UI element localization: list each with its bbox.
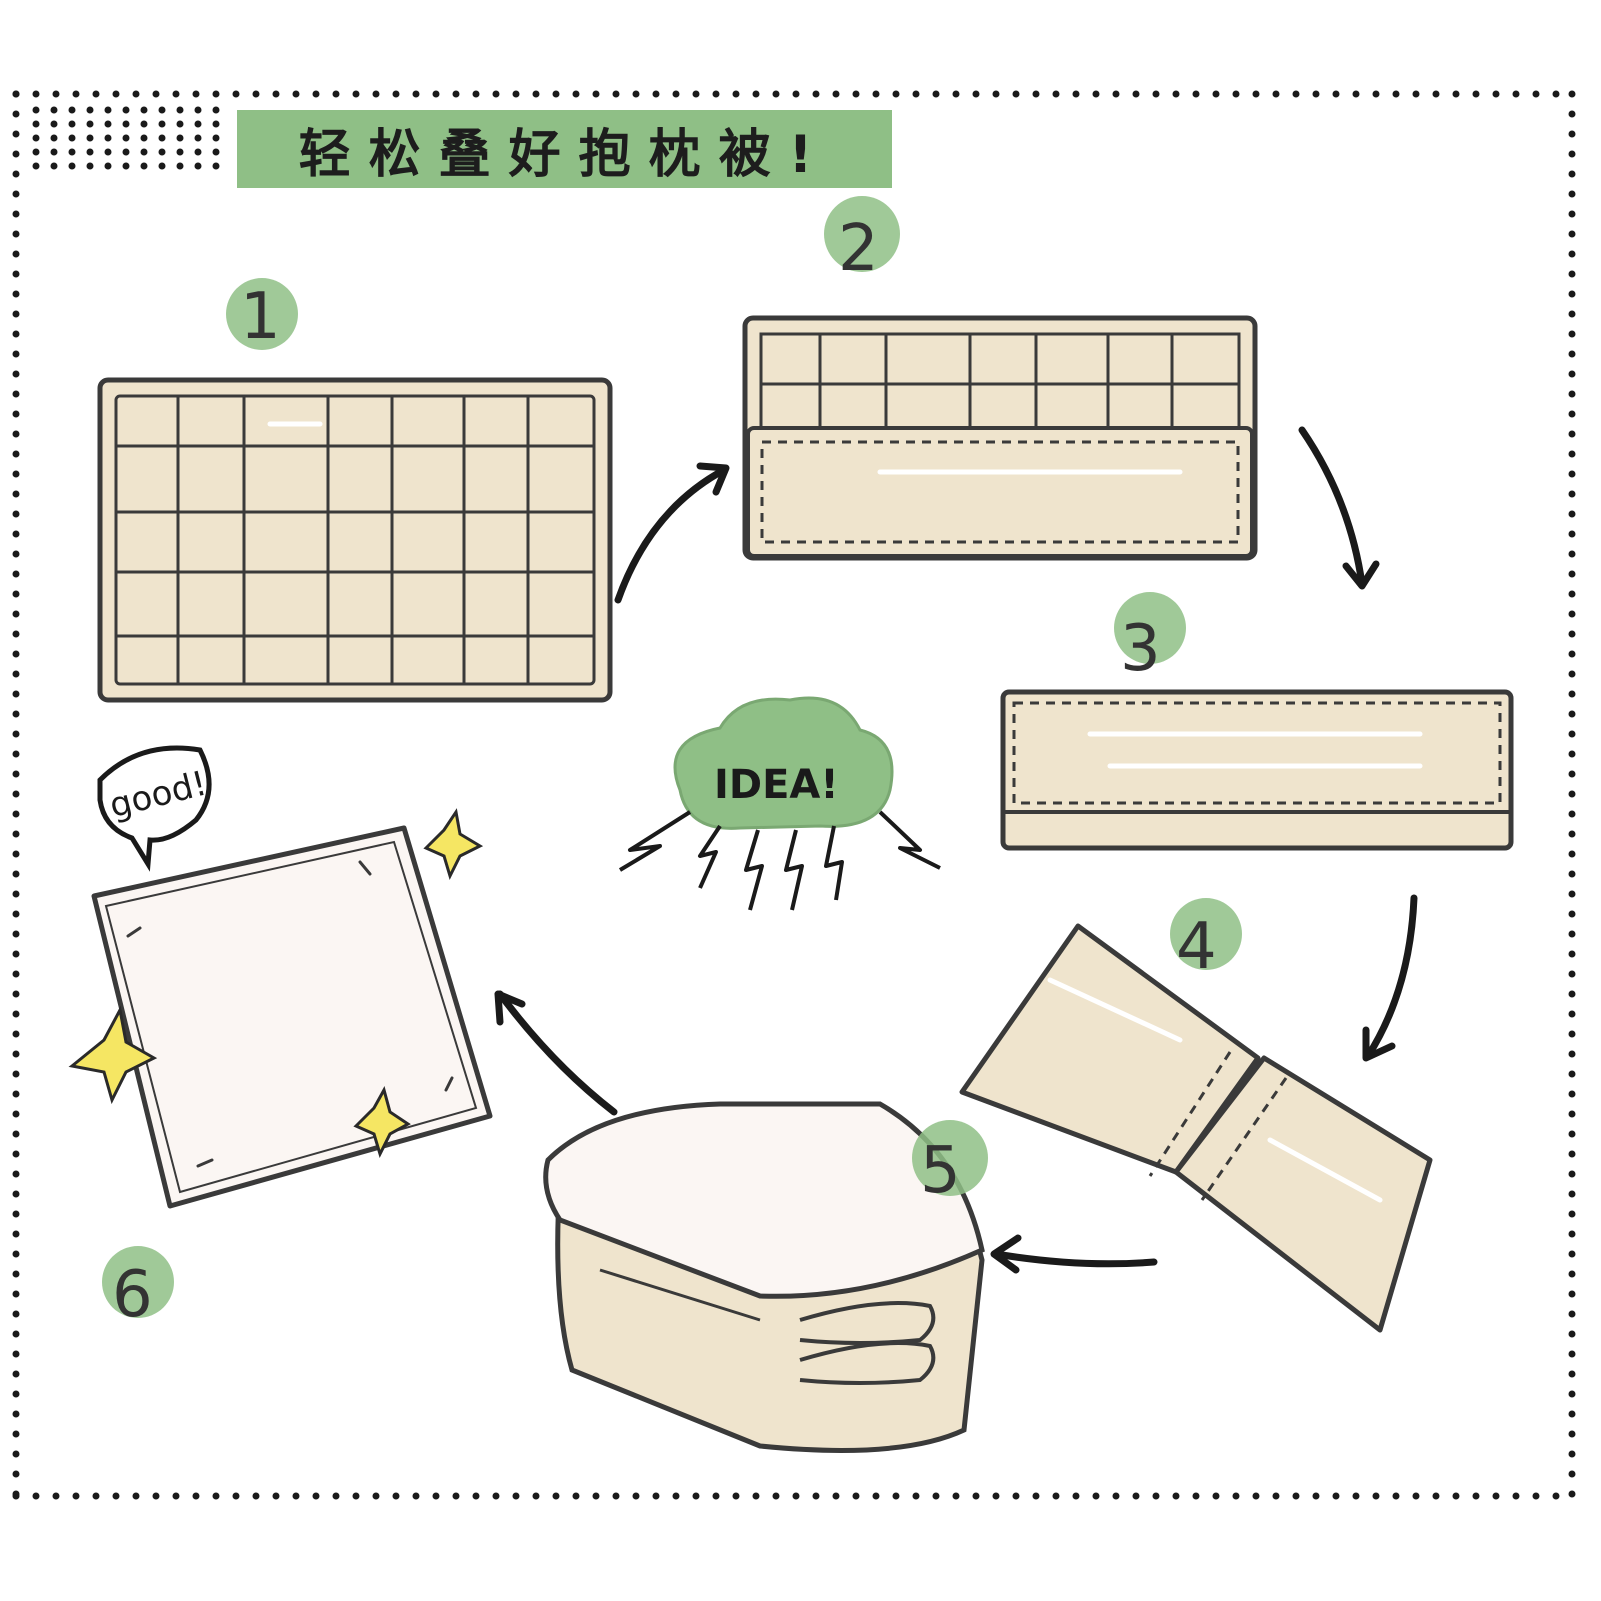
arrow-5-to-6 — [496, 990, 618, 1116]
step-6-pillow — [91, 825, 493, 1209]
grid-dot — [140, 120, 148, 128]
step-2-quilt — [742, 315, 1258, 561]
grid-dot — [194, 148, 202, 156]
step-4-number: 4 — [1176, 910, 1217, 984]
step-3-number: 3 — [1120, 612, 1161, 686]
grid-dot — [122, 120, 130, 128]
grid-dot — [86, 120, 94, 128]
dotted-border — [12, 90, 1576, 1500]
grid-dot — [158, 148, 166, 156]
grid-dot — [68, 148, 76, 156]
good-speech-bubble: good! — [97, 745, 212, 872]
grid-dot — [194, 134, 202, 142]
grid-dot — [212, 134, 220, 142]
arrow-3-to-4 — [1364, 894, 1418, 1060]
corner-dot-grid — [32, 106, 220, 170]
grid-dot — [32, 120, 40, 128]
grid-dot — [140, 148, 148, 156]
grid-dot — [194, 106, 202, 114]
grid-dot — [140, 134, 148, 142]
grid-dot — [158, 134, 166, 142]
grid-dot — [194, 120, 202, 128]
step-1-quilt — [97, 377, 613, 703]
step-4-badge-bg — [1170, 898, 1242, 970]
grid-dot — [158, 120, 166, 128]
grid-dot — [140, 162, 148, 170]
grid-dot — [122, 106, 130, 114]
grid-dot — [176, 134, 184, 142]
grid-dot — [50, 120, 58, 128]
grid-dot — [104, 120, 112, 128]
grid-dot — [104, 162, 112, 170]
grid-dot — [68, 162, 76, 170]
flow-arrows — [494, 426, 1418, 1274]
grid-dot — [68, 106, 76, 114]
step-2-badge-bg — [824, 196, 900, 272]
grid-dot — [212, 106, 220, 114]
grid-dot — [212, 120, 220, 128]
grid-dot — [68, 120, 76, 128]
step-1-number: 1 — [240, 280, 281, 354]
step-1-badge-bg — [226, 278, 298, 350]
grid-dot — [50, 148, 58, 156]
step-3-quilt — [1000, 689, 1514, 851]
grid-dot — [194, 162, 202, 170]
grid-dot — [176, 148, 184, 156]
idea-cloud: IDEA! — [618, 696, 941, 911]
arrow-1-to-2 — [614, 466, 728, 604]
grid-dot — [68, 134, 76, 142]
grid-dot — [176, 106, 184, 114]
grid-dot — [86, 162, 94, 170]
grid-dot — [86, 106, 94, 114]
step-5-pillow — [543, 1101, 985, 1453]
grid-dot — [158, 162, 166, 170]
page-title: 轻松叠好抱枕被! — [298, 124, 831, 185]
step-3-badge-bg — [1114, 592, 1186, 664]
arrow-4-to-5 — [992, 1250, 1158, 1268]
title-banner: 轻松叠好抱枕被! — [237, 110, 892, 188]
grid-dot — [140, 106, 148, 114]
grid-dot — [50, 162, 58, 170]
grid-dot — [104, 134, 112, 142]
idea-label: IDEA! — [714, 762, 839, 808]
grid-dot — [176, 120, 184, 128]
grid-dot — [32, 106, 40, 114]
grid-dot — [122, 162, 130, 170]
step-5-number: 5 — [920, 1134, 961, 1208]
grid-dot — [86, 148, 94, 156]
grid-dot — [122, 148, 130, 156]
grid-dot — [122, 134, 130, 142]
step-6-badge-bg — [102, 1246, 174, 1318]
grid-dot — [104, 148, 112, 156]
grid-dot — [50, 134, 58, 142]
step-2-number: 2 — [838, 212, 879, 286]
grid-dot — [32, 162, 40, 170]
grid-dot — [212, 162, 220, 170]
grid-dot — [86, 134, 94, 142]
step-4-quilt — [959, 923, 1433, 1333]
step-5-badge-bg — [912, 1120, 988, 1196]
grid-dot — [32, 134, 40, 142]
sparkle-icons — [68, 808, 484, 1159]
grid-dot — [176, 162, 184, 170]
step-6-number: 6 — [112, 1258, 153, 1332]
arrow-2-to-3 — [1298, 426, 1366, 588]
grid-dot — [104, 106, 112, 114]
grid-dot — [212, 148, 220, 156]
grid-dot — [32, 148, 40, 156]
grid-dot — [158, 106, 166, 114]
grid-dot — [50, 106, 58, 114]
